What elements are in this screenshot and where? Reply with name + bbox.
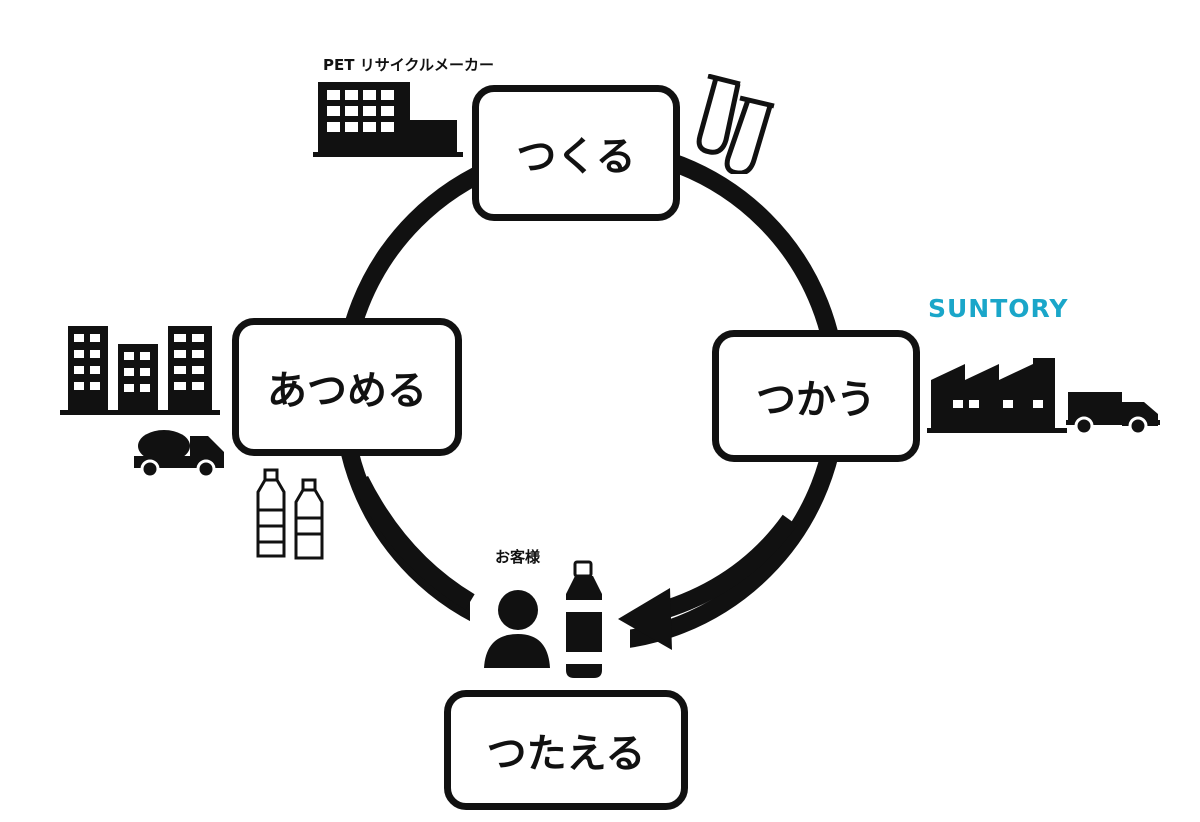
person-icon — [484, 590, 550, 668]
office-buildings-icon — [60, 326, 220, 415]
step-tell-label: つたえる — [486, 731, 646, 777]
brand-factory-icon — [927, 358, 1067, 433]
cycle-arrowhead — [618, 588, 672, 650]
brand-logo: SUNTORY — [928, 294, 1069, 323]
step-tell-box: つたえる — [444, 690, 688, 810]
step-make-box: つくる — [472, 85, 680, 221]
factory-building-icon — [313, 82, 463, 157]
delivery-truck-icon — [1066, 392, 1160, 436]
pet-bottles-icon — [256, 468, 324, 560]
drink-bottle-icon — [566, 560, 602, 678]
step-collect-box: あつめる — [232, 318, 462, 456]
cycle-arrow-line — [647, 514, 798, 623]
recycler-label: PET リサイクルメーカー — [323, 56, 494, 74]
collection-truck-icon — [134, 430, 224, 479]
customer-label: お客様 — [495, 548, 541, 566]
step-use-label: つかう — [756, 377, 876, 423]
test-tubes-icon — [696, 74, 775, 174]
step-collect-label: あつめる — [267, 368, 427, 414]
step-make-label: つくる — [516, 134, 636, 180]
step-use-box: つかう — [712, 330, 920, 462]
